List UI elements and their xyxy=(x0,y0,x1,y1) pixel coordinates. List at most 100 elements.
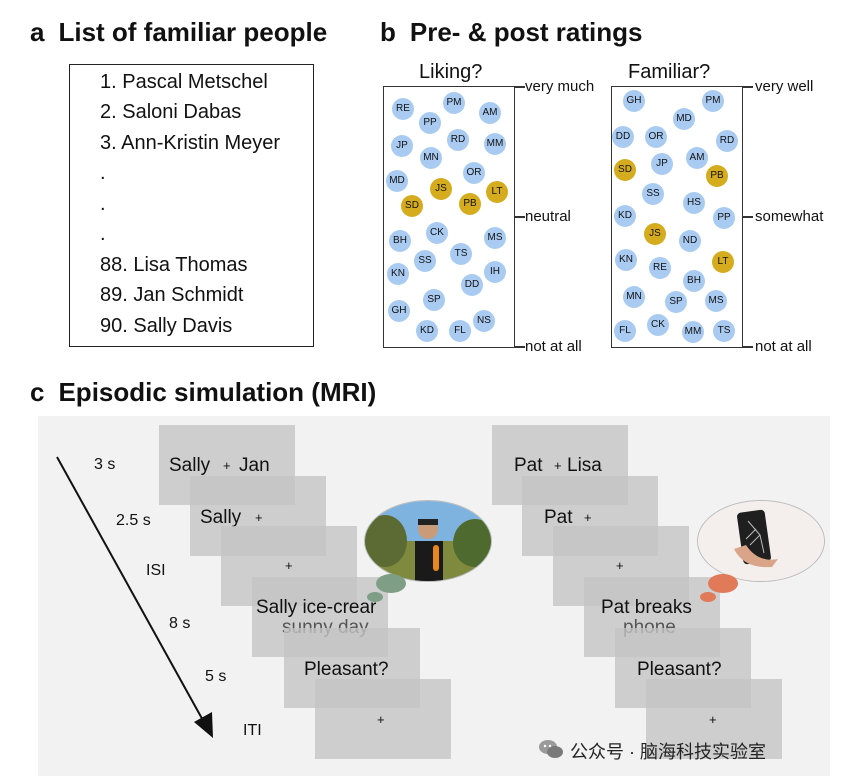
familiar-dot: PP xyxy=(713,207,735,229)
liking-dot: IH xyxy=(484,261,506,283)
familiar-dot: KD xyxy=(614,205,636,227)
rating-question: Pleasant? xyxy=(304,659,389,680)
familiar-dot-highlighted: LT xyxy=(712,251,734,273)
liking-dot: PP xyxy=(419,112,441,134)
familiar-dot: HS xyxy=(683,192,705,214)
familiar-rating-box xyxy=(611,86,743,348)
familiar-dot: MM xyxy=(682,321,704,343)
familiar-dot: JP xyxy=(651,153,673,175)
liking-dot: FL xyxy=(449,320,471,342)
watermark-text: 公众号 · 脑海科技实验室 xyxy=(570,742,766,762)
panel-c-heading: Episodic simulation (MRI) xyxy=(58,377,377,407)
thought-bubble-dot-small xyxy=(700,592,716,602)
familiar-dot: MN xyxy=(623,286,645,308)
familiar-dot: MD xyxy=(673,108,695,130)
liking-rating-box xyxy=(383,86,515,348)
slide-name: Pat xyxy=(544,507,573,528)
familiar-dot-highlighted: JS xyxy=(644,223,666,245)
liking-tick-mid xyxy=(515,216,525,218)
panel-a-title: a List of familiar people xyxy=(30,17,327,48)
liking-dot: MD xyxy=(386,170,408,192)
rating-question: Pleasant? xyxy=(637,659,722,680)
fixation-plus: + xyxy=(377,712,385,727)
liking-dot-highlighted: SD xyxy=(401,195,423,217)
liking-dot: SP xyxy=(423,289,445,311)
timing-label: 2.5 s xyxy=(116,512,151,529)
familiar-dot: OR xyxy=(645,126,667,148)
panel-b-title: b Pre- & post ratings xyxy=(380,17,642,48)
fixation-plus: + xyxy=(584,510,592,525)
liking-dot: JP xyxy=(391,135,413,157)
liking-dot: RD xyxy=(447,129,469,151)
liking-dot: MM xyxy=(484,133,506,155)
scenario-line1: Sally ice-crear xyxy=(256,597,377,618)
liking-dot: GH xyxy=(388,300,410,322)
slide-name: Lisa xyxy=(567,455,602,476)
panel-c-letter: c xyxy=(30,377,45,407)
liking-dot-highlighted: LT xyxy=(486,181,508,203)
list-item: 1. Pascal Metschel xyxy=(100,71,268,93)
liking-dot-highlighted: PB xyxy=(459,193,481,215)
fixation-plus: + xyxy=(223,458,231,473)
familiar-dot: PM xyxy=(702,90,724,112)
right-slide-iti: + xyxy=(646,679,782,759)
familiar-dot: FL xyxy=(614,320,636,342)
liking-scale-bottom: not at all xyxy=(525,338,582,355)
panel-a-heading: List of familiar people xyxy=(58,17,328,47)
panel-b-letter: b xyxy=(380,17,396,47)
panel-c-title: c Episodic simulation (MRI) xyxy=(30,377,376,408)
timing-label: 8 s xyxy=(169,615,191,632)
familiar-dot-highlighted: PB xyxy=(706,165,728,187)
liking-tick-bottom xyxy=(515,346,525,348)
timing-label: 3 s xyxy=(94,456,116,473)
fixation-plus: + xyxy=(616,558,624,573)
familiar-dot: AM xyxy=(686,147,708,169)
liking-dot: MS xyxy=(484,227,506,249)
familiar-people-list: 1. Pascal Metschel 2. Saloni Dabas 3. An… xyxy=(69,64,314,347)
liking-scale-mid: neutral xyxy=(525,208,571,225)
thought-bubble-person-photo xyxy=(364,500,492,582)
fixation-plus: + xyxy=(709,712,717,727)
familiar-dot-highlighted: SD xyxy=(614,159,636,181)
thought-bubble-dot-large xyxy=(708,574,738,593)
slide-name: Pat xyxy=(514,455,543,476)
slide-name: Sally xyxy=(169,455,211,476)
liking-dot: PM xyxy=(443,92,465,114)
list-item: 88. Lisa Thomas xyxy=(100,254,248,276)
familiar-dot: TS xyxy=(713,320,735,342)
panel-b-heading: Pre- & post ratings xyxy=(409,17,643,47)
liking-dot: RE xyxy=(392,98,414,120)
liking-dot: MN xyxy=(420,147,442,169)
familiar-dot: SS xyxy=(642,183,664,205)
liking-dot: DD xyxy=(461,274,483,296)
familiar-dot: KN xyxy=(615,249,637,271)
familiar-title: Familiar? xyxy=(628,61,711,83)
familiar-dot: RD xyxy=(716,130,738,152)
list-item: 3. Ann-Kristin Meyer xyxy=(100,132,281,154)
familiar-dot: RE xyxy=(649,257,671,279)
liking-dot: SS xyxy=(414,250,436,272)
familiar-dot: GH xyxy=(623,90,645,112)
liking-dot: KN xyxy=(387,263,409,285)
familiar-scale-top: very well xyxy=(755,78,814,95)
liking-dot: CK xyxy=(426,222,448,244)
panel-a-letter: a xyxy=(30,17,45,47)
slide-name: Jan xyxy=(239,455,270,476)
familiar-tick-bottom xyxy=(743,346,753,348)
thought-bubble-dot-small xyxy=(367,592,383,602)
familiar-dot: BH xyxy=(683,270,705,292)
familiar-dot: SP xyxy=(665,291,687,313)
liking-dot: KD xyxy=(416,320,438,342)
left-slide-iti: + xyxy=(315,679,451,759)
familiar-tick-mid xyxy=(743,216,753,218)
wechat-icon xyxy=(539,740,563,758)
timing-label: ITI xyxy=(243,722,262,739)
fixation-plus: + xyxy=(554,458,562,473)
thought-bubble-phone-photo xyxy=(697,500,825,582)
fixation-plus: + xyxy=(285,558,293,573)
liking-title: Liking? xyxy=(419,61,483,83)
liking-dot: OR xyxy=(463,162,485,184)
liking-tick-top xyxy=(515,86,525,88)
slide-name: Sally xyxy=(200,507,242,528)
